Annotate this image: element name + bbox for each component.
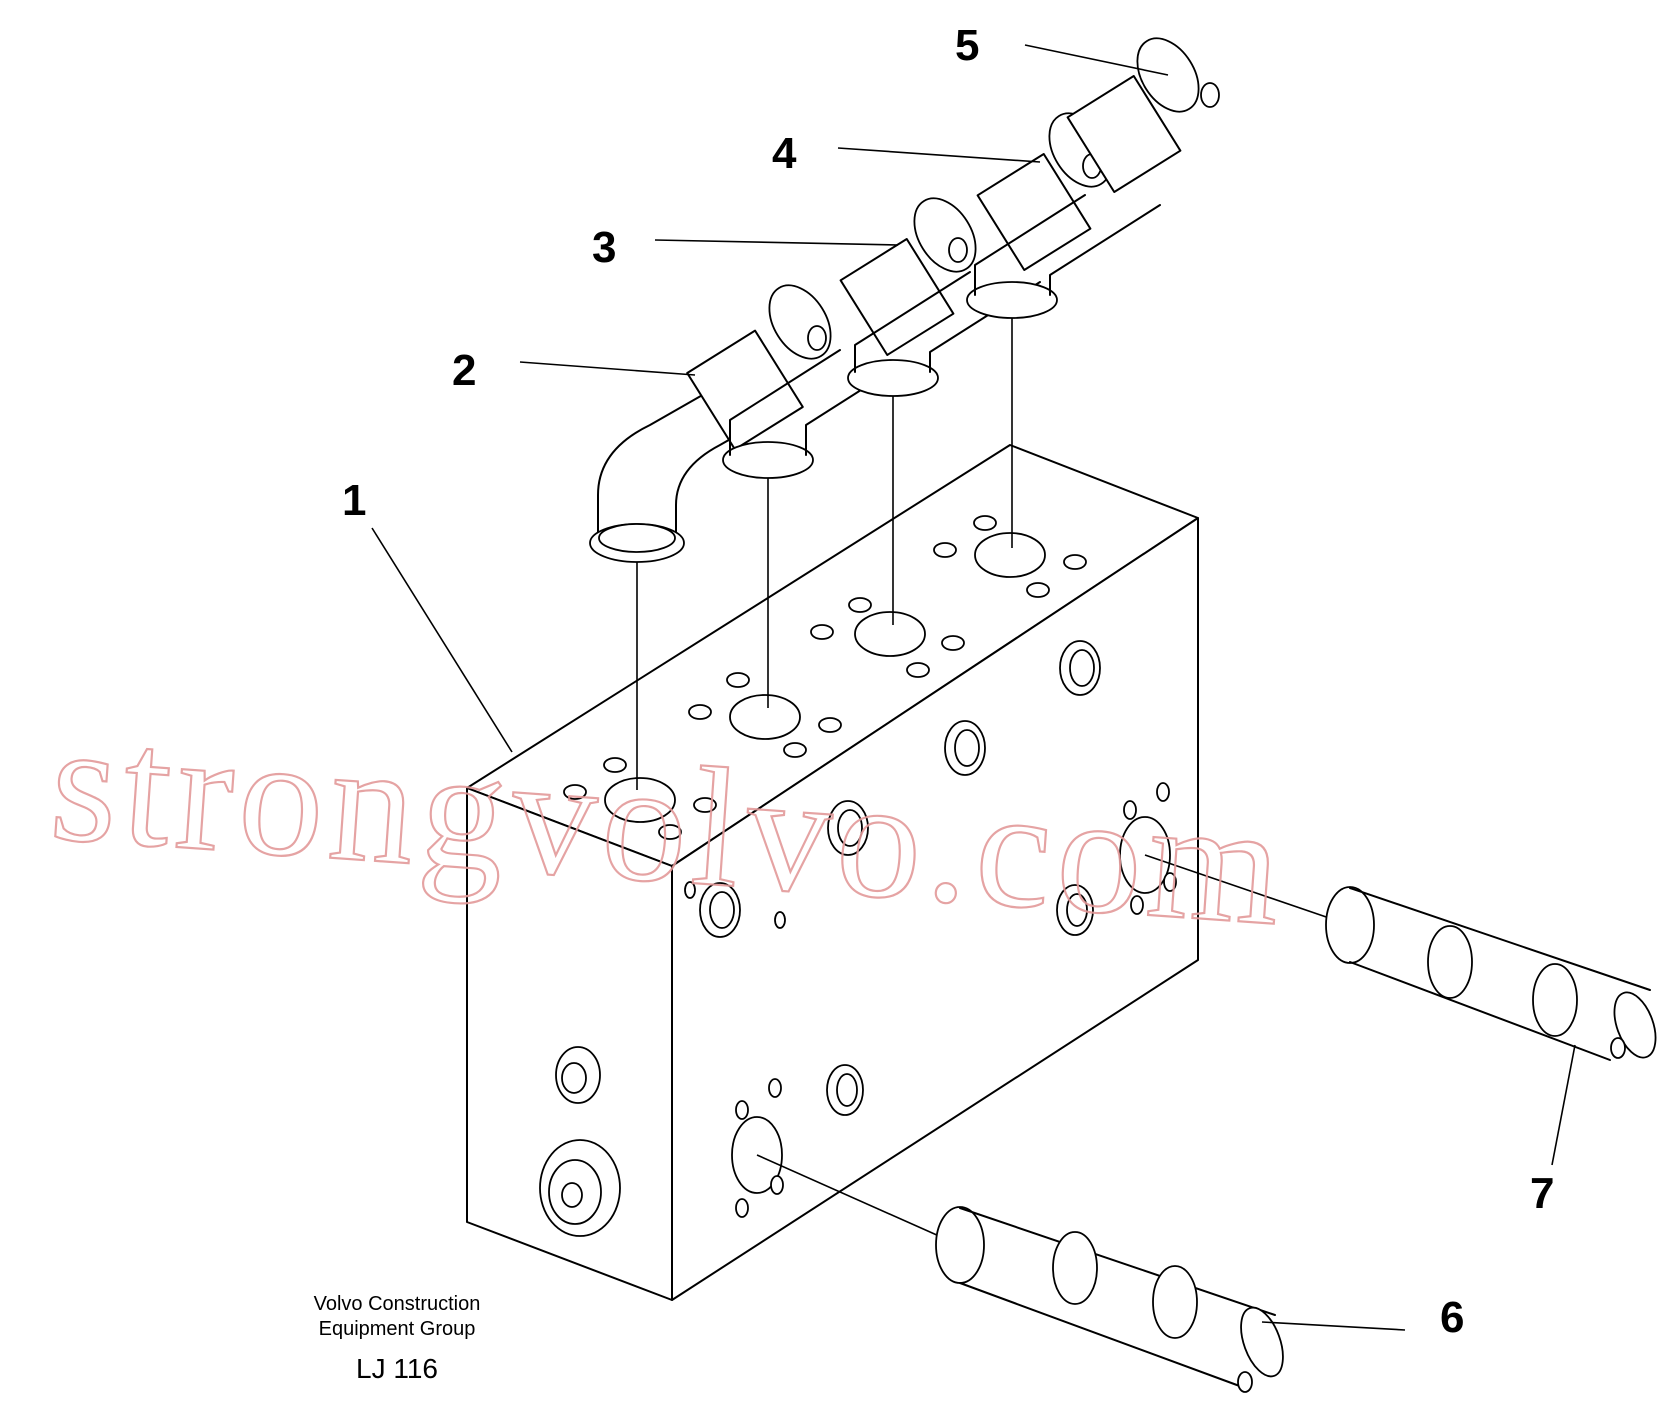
callout-2: 2: [452, 346, 476, 395]
callout-1: 1: [342, 476, 366, 525]
callout-5: 5: [955, 21, 979, 70]
leader-lines: [371, 44, 1576, 1331]
callout-7: 7: [1530, 1169, 1554, 1218]
caption-line2: Equipment Group: [319, 1318, 476, 1340]
top-ports: [563, 515, 1087, 840]
callout-3: 3: [592, 223, 616, 272]
valve-block: [466, 444, 1199, 1301]
top-tubes: [589, 37, 1220, 790]
caption-line1: Volvo Construction: [314, 1293, 481, 1315]
front-plugs: [539, 1046, 621, 1237]
callout-labels: 1 2 3 4 5 6 7: [342, 21, 1554, 1342]
caption-code: LJ 116: [356, 1353, 438, 1384]
callout-4: 4: [772, 129, 797, 178]
side-tubes: [756, 854, 1657, 1393]
callout-6: 6: [1440, 1293, 1464, 1342]
caption: Volvo Construction Equipment Group LJ 11…: [314, 1293, 481, 1384]
